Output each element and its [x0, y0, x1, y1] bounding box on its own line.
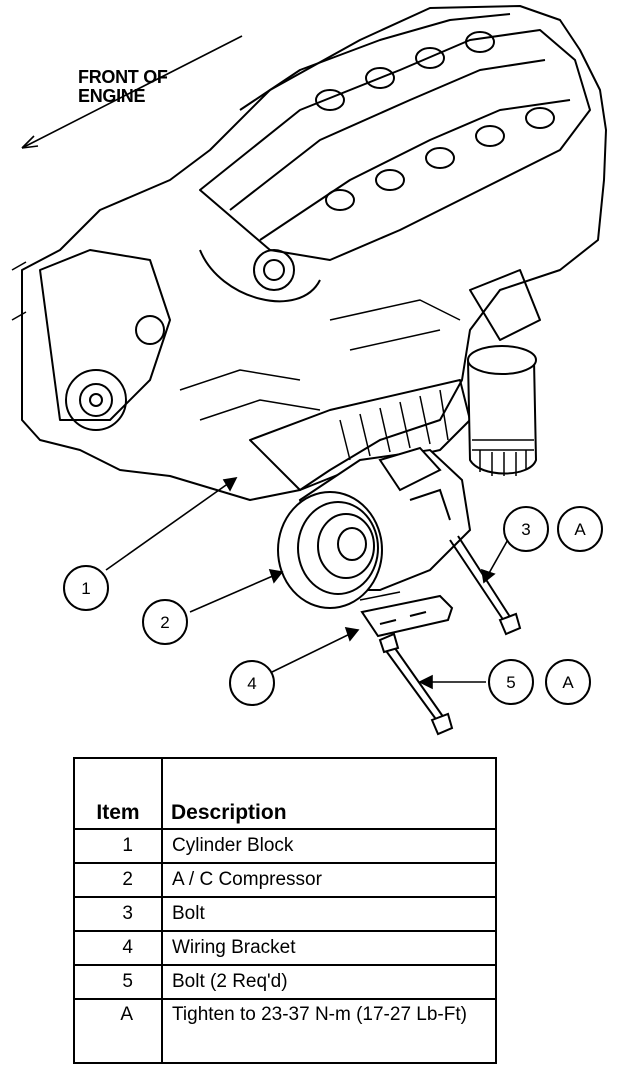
header-description: Description [161, 757, 497, 830]
row-description: Cylinder Block [161, 828, 497, 864]
front-of-engine-label: FRONT OF ENGINE [78, 68, 168, 106]
row-item: 4 [73, 930, 163, 966]
callout-4: 4 [229, 660, 275, 706]
engine-diagram: 1 2 3 A 4 5 A [11, 5, 607, 736]
row-description: Bolt [161, 896, 497, 932]
bolt-5 [378, 632, 454, 736]
leader-lines [105, 476, 511, 690]
callout-5: 5 [488, 659, 534, 705]
callout-5-a: A [545, 659, 591, 705]
table-row: 3 Bolt [73, 896, 497, 932]
bolt-3 [449, 535, 522, 636]
table-row: 4 Wiring Bracket [73, 930, 497, 966]
table-header-row: Item Description [73, 757, 497, 830]
callout-2: 2 [142, 599, 188, 645]
row-item: A [73, 998, 163, 1064]
row-item: 3 [73, 896, 163, 932]
callout-1: 1 [63, 565, 109, 611]
callout-3: 3 [503, 506, 549, 552]
front-label-line-1: FRONT OF [78, 67, 168, 87]
front-arrow [21, 35, 243, 149]
row-item: 5 [73, 964, 163, 1000]
table-row: A Tighten to 23-37 N-m (17-27 Lb-Ft) [73, 998, 497, 1064]
callout-2-label: 2 [160, 613, 169, 632]
callout-5-label: 5 [506, 673, 515, 692]
callout-1-label: 1 [81, 579, 90, 598]
engine-block-illustration [11, 5, 607, 501]
row-item: 1 [73, 828, 163, 864]
callout-5-a-label: A [562, 673, 574, 692]
table-row: 5 Bolt (2 Req'd) [73, 964, 497, 1000]
ac-compressor-illustration [277, 446, 472, 638]
header-item: Item [73, 757, 163, 830]
table-row: 2 A / C Compressor [73, 862, 497, 898]
row-item: 2 [73, 862, 163, 898]
row-description: Bolt (2 Req'd) [161, 964, 497, 1000]
callout-3-a: A [557, 506, 603, 552]
row-description: A / C Compressor [161, 862, 497, 898]
front-label-line-2: ENGINE [78, 86, 146, 106]
callout-3-a-label: A [574, 520, 586, 539]
row-description: Tighten to 23-37 N-m (17-27 Lb-Ft) [161, 998, 497, 1064]
table-row: 1 Cylinder Block [73, 828, 497, 864]
parts-table: Item Description 1 Cylinder Block 2 A / … [73, 757, 497, 1064]
callout-4-label: 4 [247, 674, 256, 693]
row-description: Wiring Bracket [161, 930, 497, 966]
callout-3-label: 3 [521, 520, 530, 539]
